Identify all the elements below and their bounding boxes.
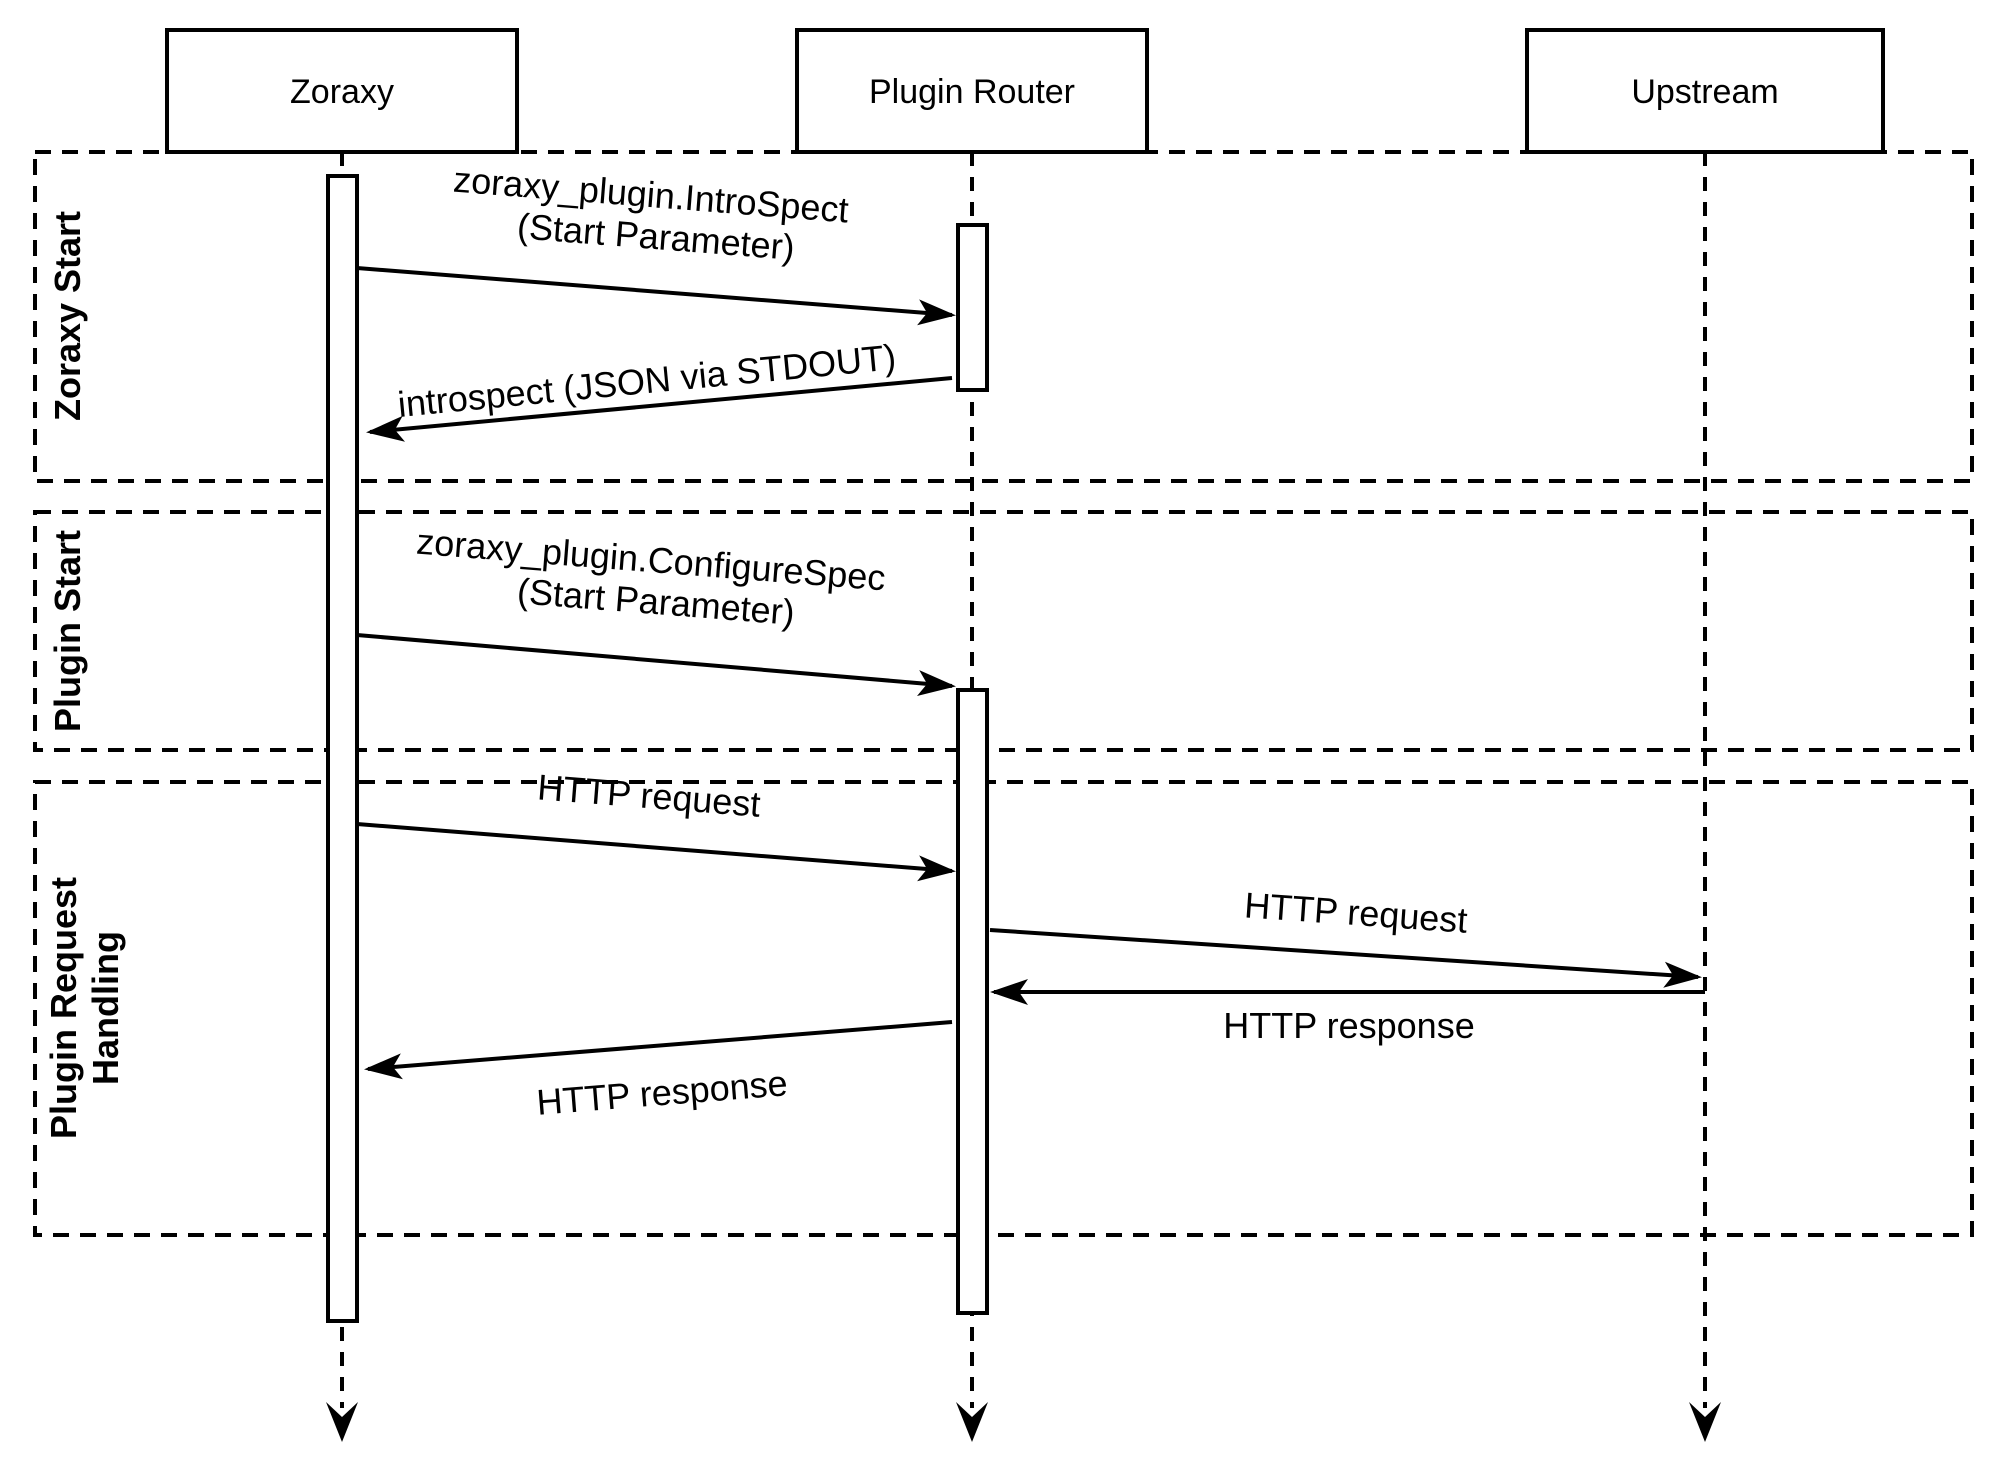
lifeline-upstream-arrowhead-icon xyxy=(1689,1402,1721,1442)
message-http-response-to-zoraxy: HTTP response xyxy=(364,1020,953,1123)
section-plugin-start: Plugin Start xyxy=(33,510,1974,752)
participant-plugin-router: Plugin Router xyxy=(795,28,1149,154)
message-introspect-return-arrow xyxy=(366,376,953,442)
participant-upstream: Upstream xyxy=(1525,28,1885,154)
activation-bar-plugin-router-2 xyxy=(956,688,989,1315)
section-plugin-request-handling-label-line2: Handling xyxy=(85,931,126,1085)
message-http-request-to-upstream-arrow xyxy=(989,928,1702,988)
participant-upstream-box xyxy=(1525,28,1885,154)
message-http-request-to-plugin-label: HTTP request xyxy=(536,766,762,824)
message-introspect-return: introspect (JSON via STDOUT) xyxy=(366,336,953,442)
lifeline-upstream xyxy=(1689,152,1721,1442)
lifeline-zoraxy-arrowhead-icon xyxy=(326,1402,358,1442)
participant-zoraxy-label: Zoraxy xyxy=(290,73,394,111)
message-http-request-to-upstream-label: HTTP request xyxy=(1243,884,1469,940)
participant-zoraxy-box xyxy=(165,28,519,154)
section-plugin-start-label: Plugin Start xyxy=(47,530,88,732)
participant-zoraxy: Zoraxy xyxy=(165,28,519,154)
message-http-response-to-zoraxy-arrow xyxy=(364,1020,953,1080)
message-configurespec-call-arrow xyxy=(356,633,956,697)
section-plugin-request-handling: Plugin Request Handling xyxy=(33,780,1974,1237)
message-configurespec-call: zoraxy_plugin.ConfigureSpec (Start Param… xyxy=(356,521,956,697)
section-zoraxy-start-frame xyxy=(33,150,1974,483)
message-introspect-call-arrow xyxy=(356,266,956,326)
participant-upstream-label: Upstream xyxy=(1631,73,1778,111)
section-zoraxy-start-label: Zoraxy Start xyxy=(47,211,88,421)
activation-bar-plugin-router-1 xyxy=(956,223,989,392)
section-plugin-request-handling-frame xyxy=(33,780,1974,1237)
message-http-response-to-zoraxy-label: HTTP response xyxy=(535,1062,789,1123)
participant-plugin-router-label: Plugin Router xyxy=(869,73,1075,111)
lifeline-plugin-router-arrowhead-icon xyxy=(956,1402,988,1442)
message-http-response-to-plugin: HTTP response xyxy=(990,979,1705,1046)
message-introspect-return-label: introspect (JSON via STDOUT) xyxy=(396,336,898,425)
section-plugin-request-handling-label-line1: Plugin Request xyxy=(43,877,84,1139)
participant-plugin-router-box xyxy=(795,28,1149,154)
message-http-request-to-plugin-arrow xyxy=(356,822,956,882)
message-introspect-call: zoraxy_plugin.IntroSpect (Start Paramete… xyxy=(356,159,956,326)
message-http-request-to-upstream: HTTP request xyxy=(989,884,1702,988)
section-plugin-start-frame xyxy=(33,510,1974,752)
section-zoraxy-start: Zoraxy Start xyxy=(33,150,1974,483)
activation-bar-zoraxy xyxy=(326,174,359,1323)
message-http-response-to-plugin-label: HTTP response xyxy=(1223,1005,1474,1046)
